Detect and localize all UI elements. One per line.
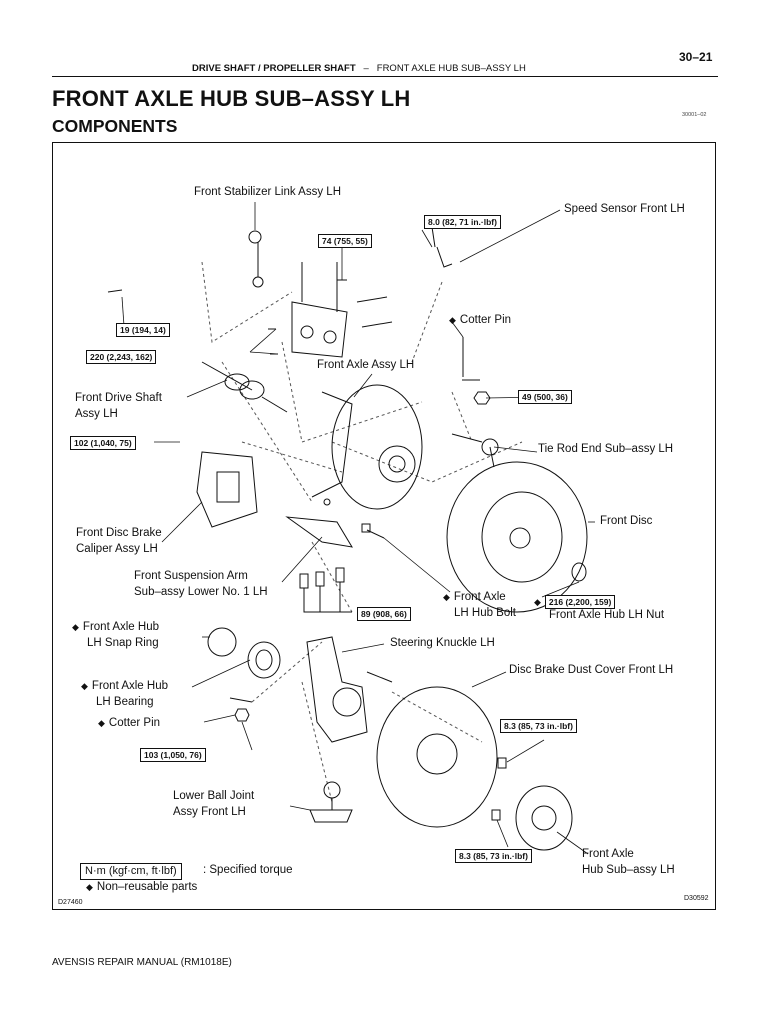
nut-icon bbox=[473, 391, 491, 405]
torque-tie-rod-nut: 49 (500, 36) bbox=[518, 390, 572, 404]
label-cotter-pin-bottom: ◆Cotter Pin bbox=[98, 717, 161, 729]
page-number: 30–21 bbox=[679, 50, 713, 64]
torque-dust-cover-bolts: 8.3 (85, 73 in.·lbf) bbox=[500, 719, 577, 733]
diamond-icon: ◆ bbox=[86, 882, 93, 892]
tie-rod-icon bbox=[451, 433, 499, 468]
label-drive-shaft-line2: Assy LH bbox=[75, 408, 118, 420]
castle-nut-icon bbox=[234, 708, 250, 722]
footer: AVENSIS REPAIR MANUAL (RM1018E) bbox=[52, 957, 232, 968]
doc-code: 30001–02 bbox=[682, 112, 707, 118]
torque-caliper-bolts: 102 (1,040, 75) bbox=[70, 436, 136, 450]
section-title: COMPONENTS bbox=[52, 116, 178, 136]
label-cotter-pin-top: ◆Cotter Pin bbox=[449, 314, 512, 326]
front-axle-assy-icon bbox=[311, 384, 423, 510]
caliper-icon bbox=[196, 451, 258, 528]
bolt-small-icon bbox=[491, 757, 507, 821]
diamond-icon: ◆ bbox=[81, 681, 88, 691]
page-title: FRONT AXLE HUB SUB–ASSY LH bbox=[52, 86, 411, 111]
running-head-separator: – bbox=[363, 63, 369, 74]
dust-cover-icon bbox=[376, 686, 498, 828]
label-front-disc: Front Disc bbox=[600, 515, 653, 527]
torque-bolt-19: 19 (194, 14) bbox=[116, 323, 170, 337]
label-steering-knuckle: Steering Knuckle LH bbox=[390, 637, 495, 649]
bearing-icon bbox=[247, 641, 281, 679]
label-stabilizer-link: Front Stabilizer Link Assy LH bbox=[194, 186, 342, 198]
label-suspension-arm-line1: Front Suspension Arm bbox=[134, 570, 248, 582]
label-dust-cover: Disc Brake Dust Cover Front LH bbox=[509, 664, 674, 676]
diamond-icon: ◆ bbox=[72, 622, 79, 632]
torque-strut-bolts: 220 (2,243, 162) bbox=[86, 350, 157, 364]
legend-unit-box: N·m (kgf·cm, ft·lbf) bbox=[80, 863, 182, 880]
figure-code-right: D30592 bbox=[684, 895, 709, 902]
figure-frame bbox=[52, 142, 716, 910]
stabilizer-link-icon bbox=[248, 230, 264, 288]
label-caliper-line1: Front Disc Brake bbox=[76, 527, 162, 539]
label-hub-bolt-line1: ◆Front Axle bbox=[443, 591, 506, 603]
speed-sensor-icon bbox=[431, 226, 453, 268]
legend-unit-description: : Specified torque bbox=[203, 864, 293, 876]
label-tie-rod: Tie Rod End Sub–assy LH bbox=[538, 443, 674, 455]
torque-strut-nut: 74 (755, 55) bbox=[318, 234, 372, 248]
label-drive-shaft-line1: Front Drive Shaft bbox=[75, 392, 162, 404]
label-hub-nut: Front Axle Hub LH Nut bbox=[549, 609, 665, 621]
diamond-icon: ◆ bbox=[443, 592, 450, 602]
torque-hub-nut-wrap: ◆216 (2,200, 159) bbox=[534, 594, 616, 610]
torque-castle-nut: 103 (1,050, 76) bbox=[140, 748, 206, 762]
cotter-pin-icon bbox=[462, 337, 480, 381]
hub-bolt-icon bbox=[361, 523, 385, 539]
label-hub-bolt-line2: LH Hub Bolt bbox=[454, 607, 517, 619]
bolts-icon bbox=[107, 279, 393, 355]
front-disc-icon bbox=[446, 461, 588, 613]
label-ball-joint-line1: Lower Ball Joint bbox=[173, 790, 255, 802]
running-head-topic: FRONT AXLE HUB SUB–ASSY LH bbox=[376, 63, 526, 74]
snap-ring-icon bbox=[207, 627, 237, 657]
diamond-icon: ◆ bbox=[449, 315, 456, 325]
torque-arm-bolts: 89 (908, 66) bbox=[357, 607, 411, 621]
diamond-icon: ◆ bbox=[534, 597, 541, 607]
header-rule bbox=[52, 76, 718, 77]
label-snap-ring-line2: LH Snap Ring bbox=[87, 637, 159, 649]
hub-subassy-icon bbox=[515, 785, 573, 851]
arm-bolts-icon bbox=[299, 567, 352, 613]
label-suspension-arm-line2: Sub–assy Lower No. 1 LH bbox=[134, 586, 268, 598]
figure-code-left: D27460 bbox=[58, 899, 83, 906]
torque-speed-sensor: 8.0 (82, 71 in.·lbf) bbox=[424, 215, 501, 229]
drive-shaft-icon bbox=[201, 361, 288, 413]
legend-non-reusable: ◆Non–reusable parts bbox=[86, 881, 198, 893]
running-head: DRIVE SHAFT / PROPELLER SHAFT – FRONT AX… bbox=[192, 63, 526, 74]
torque-hub-nut: 216 (2,200, 159) bbox=[544, 595, 616, 609]
lower-ball-joint-icon bbox=[309, 781, 353, 823]
label-hub-subassy-line1: Front Axle bbox=[582, 848, 634, 860]
cotter-pin-bottom-icon bbox=[229, 697, 253, 703]
label-bearing-line1: ◆Front Axle Hub bbox=[81, 680, 168, 692]
label-front-axle-assy: Front Axle Assy LH bbox=[317, 359, 415, 371]
steering-knuckle-icon bbox=[306, 636, 393, 743]
label-snap-ring-line1: ◆Front Axle Hub bbox=[72, 621, 159, 633]
label-speed-sensor: Speed Sensor Front LH bbox=[564, 203, 685, 215]
label-bearing-line2: LH Bearing bbox=[96, 696, 154, 708]
strut-icon bbox=[291, 262, 348, 358]
exploded-view-illustration bbox=[107, 202, 595, 855]
hub-nut-icon bbox=[571, 562, 587, 582]
diamond-icon: ◆ bbox=[98, 718, 105, 728]
label-ball-joint-line2: Assy Front LH bbox=[173, 806, 246, 818]
torque-hub-subassy-bolts: 8.3 (85, 73 in.·lbf) bbox=[455, 849, 532, 863]
suspension-arm-icon bbox=[285, 498, 353, 548]
running-head-chapter: DRIVE SHAFT / PROPELLER SHAFT bbox=[192, 63, 356, 74]
label-hub-subassy-line2: Hub Sub–assy LH bbox=[582, 864, 675, 876]
label-caliper-line2: Caliper Assy LH bbox=[76, 543, 158, 555]
